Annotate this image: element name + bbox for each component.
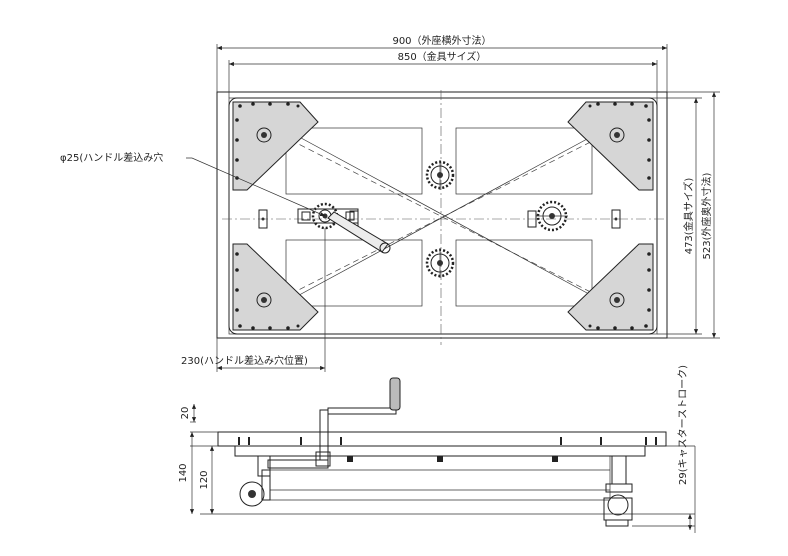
side-handle-crank (315, 377, 401, 467)
corner-plate-bl (232, 243, 319, 331)
dim-outer-width: 900（外座横外寸法） (392, 34, 491, 47)
bolt-holes (235, 102, 651, 330)
dim-height-120: 120 (199, 470, 210, 489)
window-top-right (455, 127, 593, 195)
gear-right (536, 200, 568, 232)
dim-handle-hole: φ25(ハンドル差込み穴 (60, 151, 163, 164)
dim-fitting-width: 850（金具サイズ） (398, 50, 487, 63)
window-bottom-left (285, 239, 423, 307)
side-studs (238, 437, 657, 462)
dim-height-20: 20 (180, 407, 191, 420)
caster-circles (256, 127, 625, 308)
dim-fitting-depth: 473(金具サイズ) (682, 178, 695, 255)
dim-height-140: 140 (178, 463, 189, 482)
corner-plate-tl (232, 101, 319, 191)
dim-caster-stroke: 29(キャスターストローク) (677, 365, 689, 485)
window-top-left (285, 127, 423, 195)
side-frame (234, 445, 646, 457)
handle-bracket (297, 208, 359, 224)
gear-bottom (425, 248, 455, 278)
side-view (189, 377, 696, 533)
side-caster-left (239, 455, 329, 507)
corner-plate-tr (567, 101, 654, 191)
side-top-plate (217, 431, 667, 447)
top-view (186, 44, 720, 372)
window-bottom-right (455, 239, 593, 307)
dim-handle-position: 230(ハンドル差込み穴位置) (181, 354, 308, 367)
side-caster-right (603, 455, 633, 527)
outer-base-outline (216, 91, 668, 339)
dim-outer-depth: 523(外座奥外寸法) (700, 172, 713, 259)
gear-top (425, 160, 455, 190)
handle-shaft (327, 211, 391, 254)
top-plate (228, 97, 658, 335)
corner-plate-br (567, 243, 654, 331)
